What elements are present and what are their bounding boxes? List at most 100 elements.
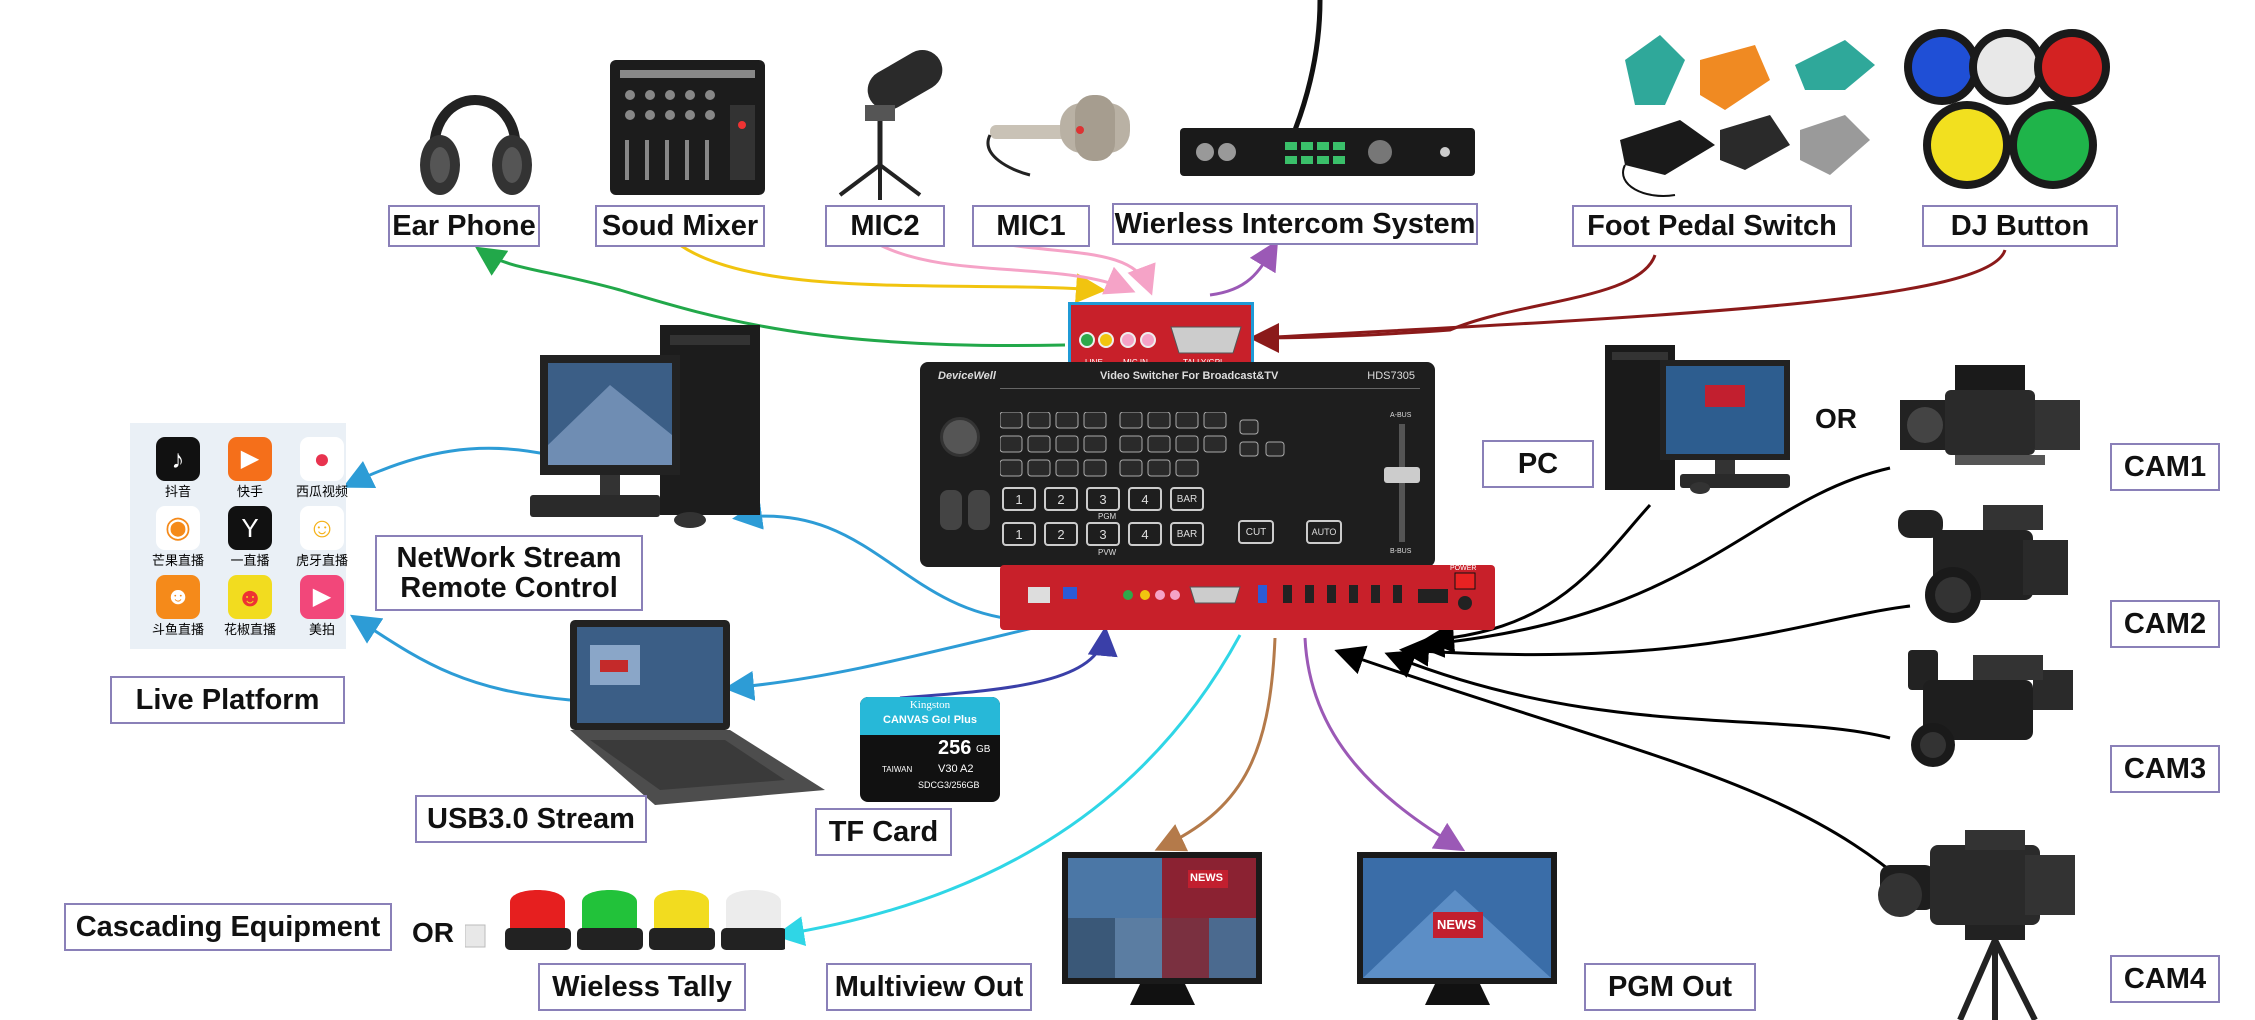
or-right-text: OR: [1815, 403, 1857, 434]
app-name: 抖音: [164, 484, 191, 499]
label-pgm-out: PGM Out: [1584, 963, 1756, 1011]
joystick-knob[interactable]: [940, 417, 980, 457]
abus-label: A-BUS: [1390, 412, 1412, 419]
headphones-icon: [420, 95, 532, 195]
app-name: 一直播: [230, 553, 270, 568]
switcher-rear-panel: POWER: [1000, 565, 1495, 630]
label-cam1: CAM1: [2110, 443, 2220, 491]
app-item[interactable]: ☺虎牙直播: [292, 506, 352, 569]
wire-cam2: [1399, 604, 1911, 667]
label-soud-mixer: Soud Mixer: [595, 205, 765, 247]
label-wireless-tally: Wieless Tally: [538, 963, 746, 1011]
wire-cam3: [1384, 650, 1891, 740]
label-mic2: MIC2: [825, 205, 945, 247]
network-pc-icon: [530, 325, 760, 528]
knob-left[interactable]: [940, 490, 962, 530]
auto-button[interactable]: AUTO: [1306, 520, 1342, 544]
wire-network-to-live: [342, 446, 551, 489]
pgm-button-bar[interactable]: BAR: [1170, 487, 1204, 511]
label-intercom: Wierless Intercom System: [1112, 203, 1478, 245]
app-item[interactable]: ▶快手: [220, 437, 280, 500]
pvw-button-bar[interactable]: BAR: [1170, 522, 1204, 546]
wire-ear-phone: [475, 246, 1066, 348]
app-name: 芒果直播: [151, 553, 204, 568]
audio-ports: [1079, 326, 1242, 354]
intercom-icon: [1180, 0, 1475, 176]
rear-ports: [1028, 572, 1476, 610]
wire-cam1: [1414, 466, 1891, 658]
cam3-camera-icon: [1908, 650, 2073, 767]
wire-switcher-to-laptop: [724, 623, 1046, 701]
tbar-handle[interactable]: [1384, 467, 1420, 483]
dj-button-icon: [1904, 29, 2110, 189]
function-buttons[interactable]: [1000, 412, 1290, 482]
tf-card-image: Kingston CANVAS Go! Plus 256 GB V30 A2 T…: [860, 697, 1000, 802]
tf-country: TAIWAN: [882, 765, 913, 774]
laptop-icon: [570, 620, 825, 805]
label-pc: PC: [1482, 440, 1594, 488]
app-item[interactable]: ♪抖音: [148, 437, 208, 500]
wire-multiview: [1154, 637, 1277, 852]
wire-mic2: [879, 243, 1136, 295]
app-item[interactable]: ◉芒果直播: [148, 506, 208, 569]
pgm-button-4[interactable]: 4: [1128, 487, 1162, 511]
cam4-camera-icon: [1878, 830, 2075, 1020]
pvw-button-2[interactable]: 2: [1044, 522, 1078, 546]
app-item[interactable]: ☻斗鱼直播: [148, 575, 208, 638]
cam1-camera-icon: [1900, 365, 2080, 465]
label-multiview-out: Multiview Out: [826, 963, 1032, 1011]
app-item[interactable]: ☻花椒直播: [220, 575, 280, 638]
sound-mixer-icon: [610, 60, 765, 195]
multiview-monitor-icon: [1062, 852, 1262, 1005]
app-name: 西瓜视频: [295, 484, 348, 499]
pvw-button-4[interactable]: 4: [1128, 522, 1162, 546]
tf-unit: GB: [976, 744, 991, 755]
pvw-row: 1 2 3 4 BAR: [1002, 522, 1204, 546]
pgm-button-3[interactable]: 3: [1086, 487, 1120, 511]
pvw-button-1[interactable]: 1: [1002, 522, 1036, 546]
wire-pgm: [1303, 637, 1466, 852]
pgm-monitor-icon: [1357, 852, 1557, 1005]
tf-line: CANVAS Go! Plus: [883, 714, 977, 726]
wire-mic1: [1009, 243, 1156, 296]
label-foot-pedal: Foot Pedal Switch: [1572, 205, 1852, 247]
pgm-button-2[interactable]: 2: [1044, 487, 1078, 511]
bbus-label: B-BUS: [1390, 548, 1412, 555]
multiview-news-text: NEWS: [1190, 872, 1223, 884]
foot-pedal-icon: [1620, 35, 1875, 197]
app-name: 斗鱼直播: [151, 622, 204, 637]
pgm-row: 1 2 3 4 BAR: [1002, 487, 1204, 511]
label-cascading: Cascading Equipment: [64, 903, 392, 951]
pvw-button-3[interactable]: 3: [1086, 522, 1120, 546]
app-name: 快手: [236, 484, 263, 499]
tf-spec: V30 A2: [938, 763, 974, 775]
wire-cam4: [1334, 645, 1932, 907]
tf-part: SDCG3/256GB: [918, 780, 980, 790]
label-network-stream: NetWork Stream Remote Control: [375, 535, 643, 611]
pgm-caption: PGM: [1098, 512, 1117, 521]
cam2-camera-icon: [1898, 505, 2068, 623]
app-name: 虎牙直播: [295, 553, 348, 568]
tf-brand: Kingston: [909, 699, 951, 711]
wire-laptop-to-live: [349, 614, 571, 702]
wire-switcher-to-pc: [732, 499, 1021, 622]
pgm-news-text: NEWS: [1437, 917, 1476, 932]
label-cam3: CAM3: [2110, 745, 2220, 793]
pgm-button-1[interactable]: 1: [1002, 487, 1036, 511]
app-item[interactable]: ●西瓜视频: [292, 437, 352, 500]
switcher-title: Video Switcher For Broadcast&TV: [1100, 370, 1279, 382]
cut-button[interactable]: CUT: [1238, 520, 1274, 544]
label-live-platform: Live Platform: [110, 676, 345, 724]
tally-lights-icon: [465, 890, 785, 950]
label-tf-card: TF Card: [815, 808, 952, 856]
knob-right[interactable]: [968, 490, 990, 530]
video-switcher: DeviceWell Video Switcher For Broadcast&…: [920, 362, 1435, 567]
label-usb-stream: USB3.0 Stream: [415, 795, 647, 843]
label-mic1: MIC1: [972, 205, 1090, 247]
app-item[interactable]: ▶美拍: [292, 575, 352, 638]
pc-icon: [1605, 345, 1790, 494]
wire-tally: [774, 634, 1242, 947]
